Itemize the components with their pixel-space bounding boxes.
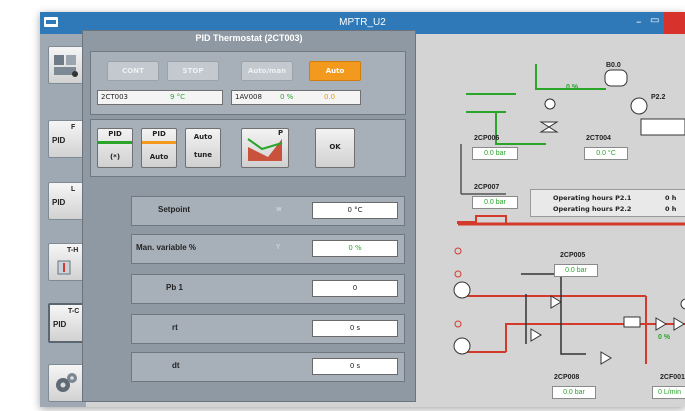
setpoint-unit: w <box>276 205 282 213</box>
valve2-percent: 0 % <box>658 334 671 341</box>
chart-button[interactable]: P <box>241 128 289 168</box>
plant-overview-icon <box>54 55 78 77</box>
app-logo-icon <box>44 17 58 27</box>
pid1-label: PID <box>108 130 122 138</box>
man-variable-label: Man. variable % <box>136 243 197 252</box>
value-2cp005: 0.0 bar <box>554 264 598 277</box>
automan-button[interactable]: Auto/man <box>241 61 293 81</box>
value-2cp008: 0.0 bar <box>552 386 596 399</box>
stop-button[interactable]: STOP <box>167 61 219 81</box>
output-tag: 1AV008 <box>235 93 262 101</box>
pid2-sub: Auto <box>149 153 169 161</box>
tag-2cp008: 2CP008 <box>554 374 580 381</box>
autotune-button[interactable]: Auto tune <box>185 128 221 168</box>
controls-panel: PID (*) PID Auto Auto tune P OK <box>90 119 406 177</box>
value-2cp006: 0.0 bar <box>472 147 518 160</box>
man-variable-input[interactable]: 0 % <box>312 240 398 257</box>
ok-button[interactable]: OK <box>315 128 355 168</box>
setpoint-row: Setpoint w 0 °C <box>131 196 405 226</box>
tag-2cf001: 2CF001 <box>660 374 685 381</box>
autotune-label: Auto <box>193 133 213 141</box>
gears-icon <box>56 373 77 392</box>
tag-2cp006: 2CP006 <box>474 135 500 142</box>
maximize-icon[interactable]: ▭ <box>650 15 660 26</box>
response-graph-icon <box>247 138 283 161</box>
valve-percent: 0 % <box>566 84 579 91</box>
pid-auto-button[interactable]: PID Auto <box>141 128 177 168</box>
rt-row: rt 0 s <box>131 314 405 344</box>
close-button[interactable] <box>664 12 685 34</box>
dt-label: dt <box>172 361 180 370</box>
cont-button[interactable]: CONT <box>107 61 159 81</box>
pipework-diagram <box>453 64 685 365</box>
thermostat-heating-button[interactable]: T-H <box>48 243 84 281</box>
value-2ct004: 0.0 °C <box>584 147 628 160</box>
rt-input[interactable]: 0 s <box>312 320 398 337</box>
pb1-input[interactable]: 0 <box>312 280 398 297</box>
tag-2cp007: 2CP007 <box>474 184 500 191</box>
window-title: MPTR_U2 <box>339 17 386 28</box>
dt-input[interactable]: 0 s <box>312 358 398 375</box>
pid-graph-button[interactable]: PID (*) <box>97 128 133 168</box>
pid2-label: PID <box>152 130 166 138</box>
ok-label: OK <box>329 143 341 151</box>
pb1-row: Pb 1 0 <box>131 274 405 304</box>
setpoint-label: Setpoint <box>158 205 190 214</box>
value-2cp007: 0.0 bar <box>472 196 518 209</box>
pb1-label: Pb 1 <box>166 283 183 292</box>
man-variable-row: Man. variable % Y 0 % <box>131 234 405 264</box>
dt-row: dt 0 s <box>131 352 405 382</box>
pid-flow-button[interactable]: F PID <box>48 120 84 158</box>
thermometer-icon <box>57 260 71 275</box>
output-field: 1AV008 0 % 0.0 <box>231 90 361 105</box>
pid-dialog: PID Thermostat (2CT003) CONT STOP Auto/m… <box>82 30 416 402</box>
left-toolbar: F PID L PID T-H T-C PID <box>40 34 86 407</box>
overview-button[interactable] <box>48 46 84 84</box>
dialog-title: PID Thermostat (2CT003) <box>195 33 303 43</box>
pid-thermostat-button[interactable]: T-C PID <box>48 303 86 343</box>
title-bar: MPTR_U2 – ▭ <box>40 12 685 34</box>
input-value: 9 °C <box>170 93 186 101</box>
pid-level-button[interactable]: L PID <box>48 182 84 220</box>
graph-sup: P <box>278 129 284 137</box>
settings-button[interactable] <box>48 364 84 402</box>
value-2cf001: 0 L/min <box>652 386 685 399</box>
pid-curve-icon <box>98 141 132 144</box>
output-extra: 0.0 <box>324 93 336 101</box>
tank-label: B0.0 <box>606 62 621 69</box>
autotune-sub: tune <box>193 151 213 159</box>
pid-auto-curve-icon <box>142 141 176 144</box>
tag-2cp005: 2CP005 <box>560 252 586 259</box>
op-hours-p22-label: Operating hours P2.2 <box>553 205 632 213</box>
op-hours-p21-label: Operating hours P2.1 <box>553 194 632 202</box>
mode-panel: CONT STOP Auto/man Auto 2CT003 9 °C 1AV0… <box>90 51 406 115</box>
input-tag: 2CT003 <box>101 93 128 101</box>
minimize-icon[interactable]: – <box>636 15 642 28</box>
operating-hours-panel: Operating hours P2.1 0 h Operating hours… <box>530 189 685 217</box>
auto-button[interactable]: Auto <box>309 61 361 81</box>
op-hours-p21-value: 0 h <box>665 194 677 202</box>
setpoint-input[interactable]: 0 °C <box>312 202 398 219</box>
rt-label: rt <box>172 323 178 332</box>
input-field: 2CT003 9 °C <box>97 90 223 105</box>
op-hours-p22-value: 0 h <box>665 205 677 213</box>
pump-label: P2.2 <box>651 94 666 101</box>
pid1-sub: (*) <box>109 153 121 161</box>
output-value: 0 % <box>280 93 294 101</box>
tag-2ct004: 2CT004 <box>586 135 611 142</box>
man-variable-unit: Y <box>276 243 281 251</box>
